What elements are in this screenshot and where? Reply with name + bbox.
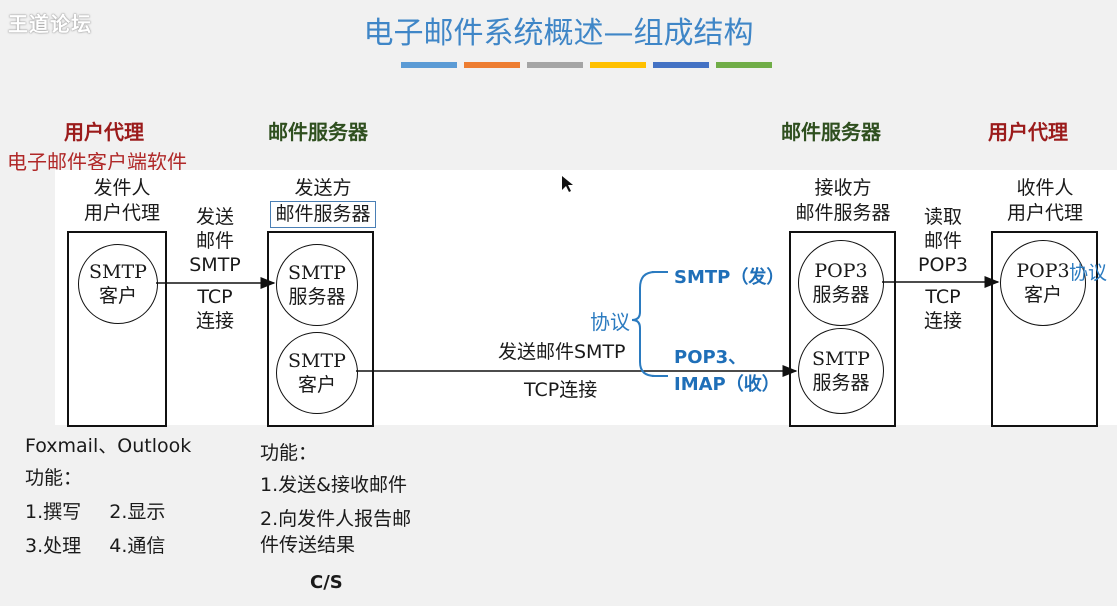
receiver-label-line1: 收件人 xyxy=(1016,177,1074,199)
sender-circle-line1: SMTP xyxy=(89,261,147,283)
role-left-mail-server: 邮件服务器 xyxy=(268,120,368,144)
sending-server-label-line1: 发送方 xyxy=(294,177,352,199)
sender-label-line1: 发件人 xyxy=(93,177,151,199)
color-bar-3 xyxy=(527,62,583,68)
link-middle-top: 发送邮件SMTP xyxy=(498,341,626,363)
sender-smtp-client-circle: SMTP 客户 xyxy=(78,244,158,324)
protocol-smtp-send: SMTP（发） xyxy=(674,267,785,288)
protocol-imap-receive: IMAP（收） xyxy=(674,374,780,395)
link-send-l5: 连接 xyxy=(195,310,234,332)
notes-left-f4: 4.通信 xyxy=(109,535,166,557)
receiver-label-line2: 用户代理 xyxy=(1006,202,1083,224)
notes-mid-f2b: 件传送结果 xyxy=(260,534,356,556)
receiver-pop3-client-circle: POP3 客户 xyxy=(1000,240,1086,326)
receiving-circle2-line2: 服务器 xyxy=(812,372,870,394)
receiver-circle-line2: 客户 xyxy=(1023,284,1062,306)
color-bar-5 xyxy=(653,62,709,68)
title-color-bars xyxy=(401,62,773,68)
link-read-l1: 读取 xyxy=(923,206,962,228)
role-right-mail-server: 邮件服务器 xyxy=(781,120,881,144)
notes-mid-f1: 1.发送&接收邮件 xyxy=(260,474,407,496)
notes-left-row2: 3.处理 4.通信 xyxy=(25,533,245,559)
color-bar-6 xyxy=(716,62,772,68)
link-read-l3: POP3 xyxy=(918,254,968,276)
link-read-l4: TCP xyxy=(925,286,961,308)
notes-left: Foxmail、Outlook 功能： 1.撰写 2.显示 3.处理 4.通信 xyxy=(25,433,245,559)
color-bar-2 xyxy=(464,62,520,68)
page-title: 电子邮件系统概述—组成结构 xyxy=(363,16,754,51)
receiving-server-label: 接收方 邮件服务器 xyxy=(780,176,906,226)
link-send-l4: TCP xyxy=(197,286,233,308)
link-read-l5: 连接 xyxy=(923,310,962,332)
protocol-right-label: 协议 xyxy=(1069,262,1108,284)
sender-label: 发件人 用户代理 xyxy=(62,176,182,226)
watermark: 王道论坛 xyxy=(8,12,92,36)
sending-circle1-line2: 服务器 xyxy=(288,286,346,308)
sending-server-label-line2: 邮件服务器 xyxy=(270,201,376,228)
link-send-label: 发送 邮件 SMTP TCP 连接 xyxy=(186,205,244,333)
diagram-region xyxy=(55,170,1117,425)
notes-mid-func-title: 功能： xyxy=(260,442,318,464)
receiving-smtp-server-circle: SMTP 服务器 xyxy=(798,328,884,414)
receiving-server-label-line2: 邮件服务器 xyxy=(795,202,891,224)
sending-server-label: 发送方 邮件服务器 xyxy=(262,176,384,228)
notes-left-func-title: 功能： xyxy=(25,467,83,489)
receiver-label: 收件人 用户代理 xyxy=(985,176,1105,226)
cs-label: C/S xyxy=(310,572,343,593)
role-left-user-agent: 用户代理 xyxy=(64,120,144,144)
link-send-l1: 发送 xyxy=(195,206,234,228)
notes-left-f3: 3.处理 xyxy=(25,535,82,557)
sending-smtp-client-circle: SMTP 客户 xyxy=(276,332,358,414)
sending-circle2-line1: SMTP xyxy=(288,350,346,372)
protocol-pop3: POP3、 xyxy=(674,347,747,368)
sending-circle1-line1: SMTP xyxy=(288,262,346,284)
sender-label-line2: 用户代理 xyxy=(83,202,160,224)
receiver-circle-line1: POP3 xyxy=(1016,260,1070,282)
color-bar-1 xyxy=(401,62,457,68)
sending-circle2-line2: 客户 xyxy=(297,374,336,396)
sender-circle-line2: 客户 xyxy=(98,285,137,307)
link-send-l2: 邮件 xyxy=(195,230,234,252)
receiving-circle2-line1: SMTP xyxy=(812,348,870,370)
receiving-server-label-line1: 接收方 xyxy=(814,177,872,199)
receiving-pop3-server-circle: POP3 服务器 xyxy=(798,240,884,326)
receiving-circle1-line1: POP3 xyxy=(814,260,868,282)
link-send-l3: SMTP xyxy=(189,254,241,276)
notes-mid: 功能： 1.发送&接收邮件 2.向发件人报告邮 件传送结果 xyxy=(260,440,480,558)
mouse-cursor-icon xyxy=(562,176,573,192)
receiving-circle1-line2: 服务器 xyxy=(812,284,870,306)
link-middle-bottom: TCP连接 xyxy=(524,379,598,401)
protocol-label: 协议 xyxy=(590,310,630,334)
sending-smtp-server-circle: SMTP 服务器 xyxy=(276,244,358,326)
color-bar-4 xyxy=(590,62,646,68)
notes-left-software: Foxmail、Outlook xyxy=(25,435,192,457)
notes-left-f2: 2.显示 xyxy=(109,501,166,523)
link-read-label: 读取 邮件 POP3 TCP 连接 xyxy=(912,205,974,333)
notes-mid-f2a: 2.向发件人报告邮 xyxy=(260,508,412,530)
protocol-brace xyxy=(631,271,656,377)
notes-left-f1: 1.撰写 xyxy=(25,501,82,523)
link-read-l2: 邮件 xyxy=(923,230,962,252)
notes-left-row1: 1.撰写 2.显示 xyxy=(25,499,245,525)
role-right-user-agent: 用户代理 xyxy=(988,120,1068,144)
